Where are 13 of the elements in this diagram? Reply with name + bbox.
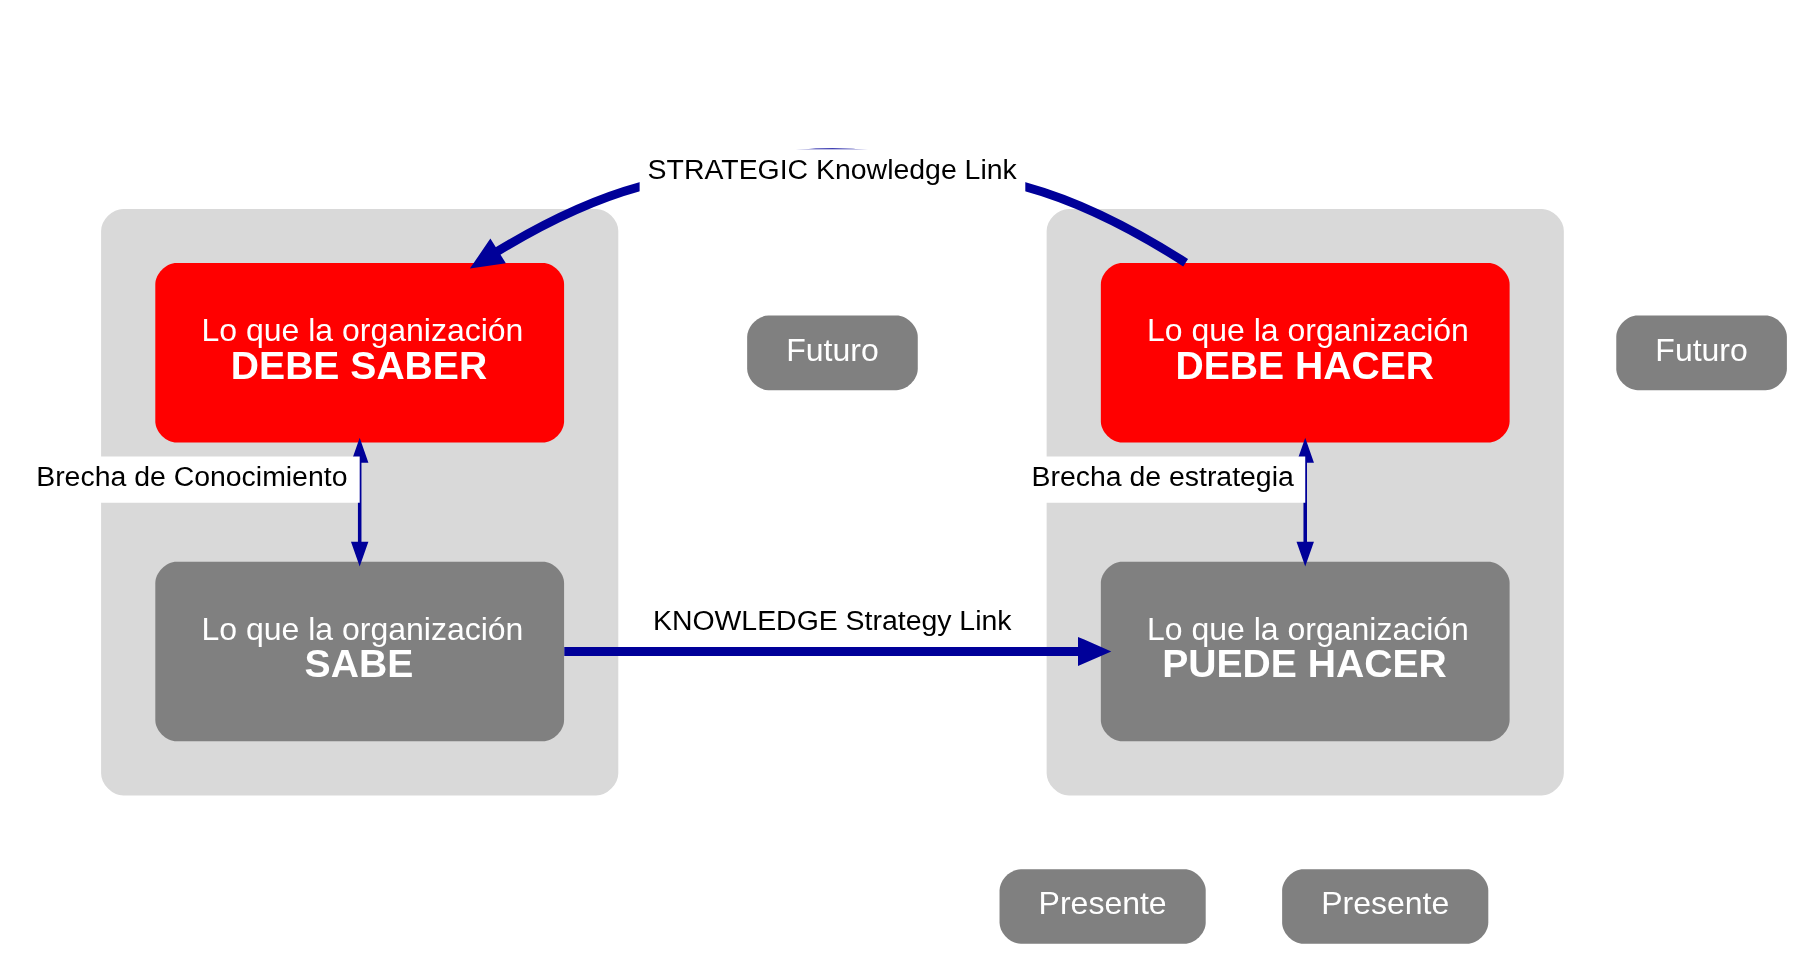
node-box: Lo que la organización SABE — [155, 561, 565, 742]
edge-label: Brecha de Conocimiento — [36, 460, 348, 493]
node-box: Futuro — [747, 315, 918, 391]
edge-label: Brecha de estrategia — [1031, 460, 1294, 493]
node-box: Presente — [999, 869, 1206, 944]
node-box: Futuro — [1616, 315, 1787, 391]
arrow — [564, 636, 1112, 666]
node-box: Lo que la organización DEBE HACER — [1100, 263, 1510, 443]
edge-label: KNOWLEDGE Strategy Link — [652, 603, 1012, 636]
node-box: Presente — [1282, 869, 1489, 944]
edge-label: STRATEGIC Knowledge Link — [647, 153, 1017, 186]
node-box: Lo que la organización DEBE SABER — [155, 263, 565, 443]
node-box: Lo que la organización PUEDE HACER — [1100, 561, 1510, 742]
